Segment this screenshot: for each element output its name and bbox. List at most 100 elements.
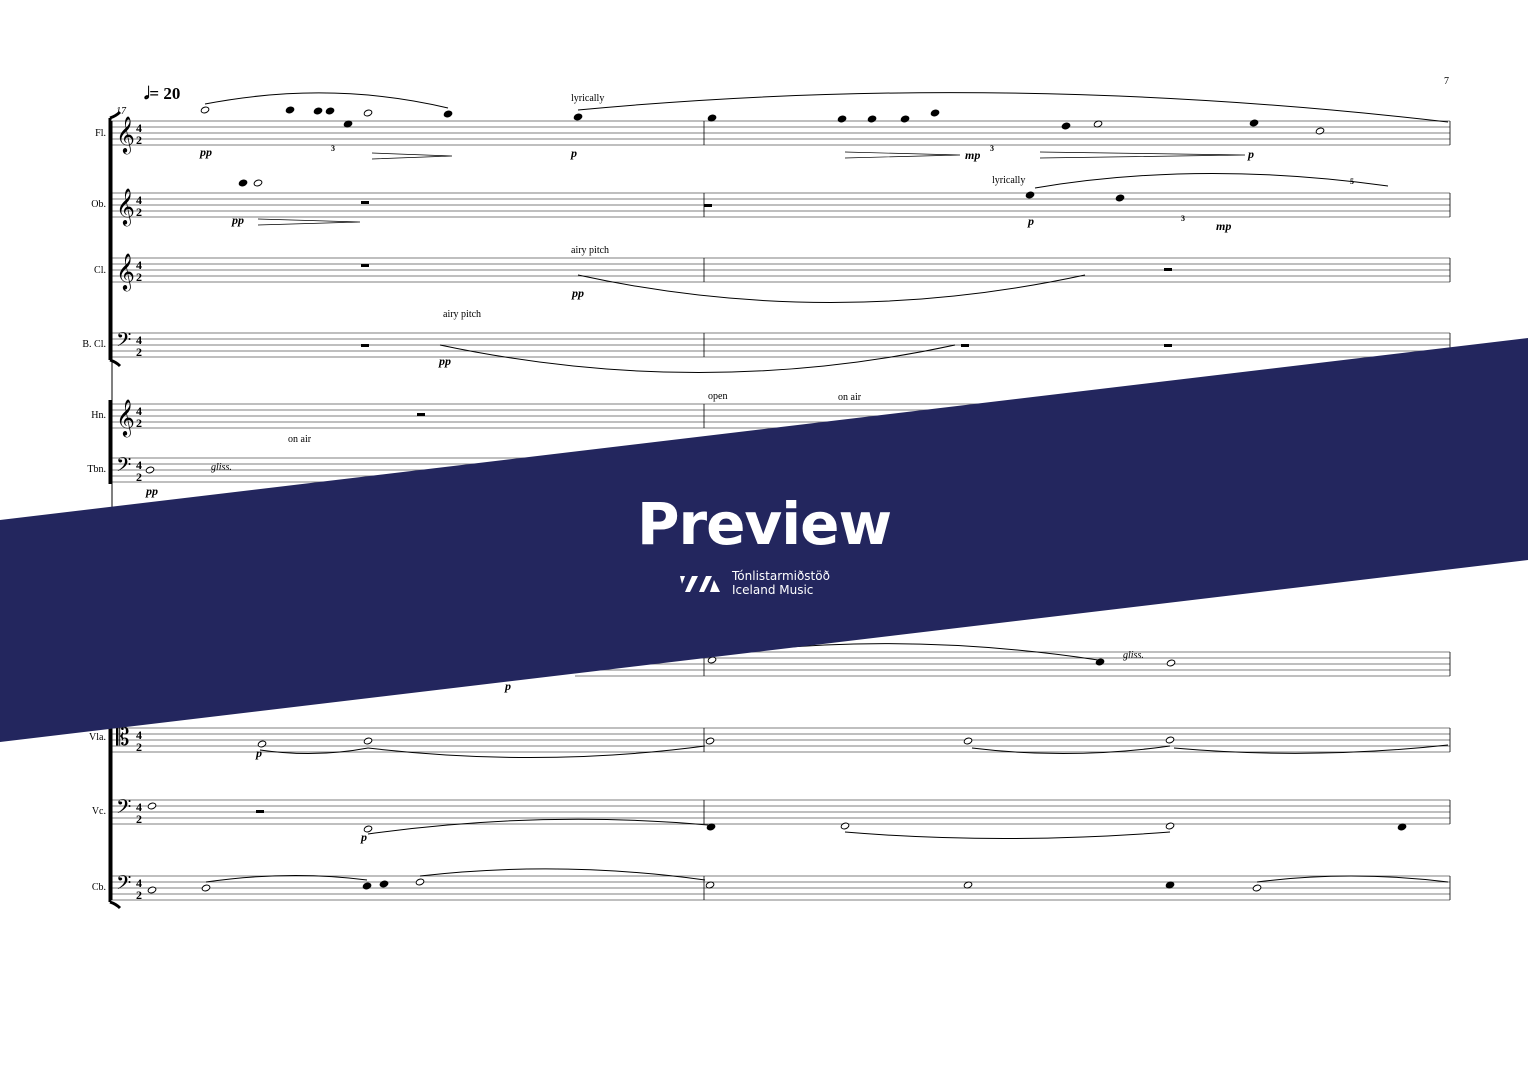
note-head (1165, 881, 1175, 889)
note-head (253, 179, 263, 187)
expression-text: open (708, 391, 728, 402)
tuplet-number: 3 (990, 144, 994, 153)
rest (361, 344, 369, 347)
note-head (1165, 736, 1175, 744)
time-signature: 2 (136, 812, 142, 826)
note-head (363, 825, 373, 833)
rest (361, 264, 369, 267)
slur (367, 818, 709, 835)
note-head (707, 656, 717, 664)
note-head (1166, 659, 1176, 667)
hairpin (844, 151, 961, 159)
time-signature: 2 (136, 270, 142, 284)
gliss-text: gliss. (1123, 650, 1144, 661)
note-head (900, 115, 910, 123)
rest (704, 204, 712, 207)
dynamic-marking: p (505, 679, 511, 693)
dynamic-marking: p (1248, 147, 1254, 161)
dynamic-marking: mp (965, 148, 981, 162)
instrument-label-viola: Vla. (89, 732, 106, 743)
dynamic-marking: p (571, 146, 577, 160)
tempo-value: = 20 (149, 84, 181, 103)
note-head (1249, 119, 1259, 127)
time-signature: 2 (136, 740, 142, 754)
note-head (1025, 191, 1035, 199)
note-head (706, 823, 716, 831)
time-signature: 4 (136, 258, 142, 272)
bracket-strings (108, 720, 122, 910)
time-signature: 4 (136, 193, 142, 207)
rest (361, 201, 369, 204)
note-head (707, 114, 717, 122)
note-head (147, 802, 157, 810)
note-head (363, 737, 373, 745)
rest (1164, 268, 1172, 271)
clef-icon: 𝄞 (116, 115, 135, 154)
clef-icon: 𝄢 (116, 795, 131, 823)
note-head (238, 179, 248, 187)
tuplet-number: 5 (1350, 177, 1354, 186)
expression-text: airy pitch (443, 309, 482, 320)
dynamic-marking: pp (572, 286, 584, 300)
time-signature: 2 (136, 205, 142, 219)
note-head (313, 107, 323, 115)
clef-icon: 𝄞 (116, 398, 135, 437)
clef-icon: 𝄡 (116, 723, 129, 751)
instrument-label-flute: Fl. (95, 128, 106, 139)
slur (419, 868, 706, 881)
note-head (1061, 122, 1071, 130)
note-head (362, 882, 372, 890)
note-head (867, 115, 877, 123)
bracket-woodwinds (108, 110, 122, 368)
instrument-label-trombone: Tbn. (87, 464, 106, 475)
note-head (285, 106, 295, 114)
note-head (1252, 884, 1262, 892)
slur (367, 745, 706, 759)
note-head (705, 881, 715, 889)
time-signature: 2 (136, 888, 142, 902)
dynamic-marking: pp (232, 213, 244, 227)
hairpin (371, 152, 453, 160)
time-signature: 4 (136, 728, 142, 742)
note-head (147, 886, 157, 894)
instrument-label-contrabass: Cb. (91, 882, 106, 893)
time-signature: 4 (136, 876, 142, 890)
dynamic-marking: pp (439, 354, 451, 368)
dynamic-marking: p (256, 746, 262, 760)
clef-icon: 𝄢 (116, 328, 131, 356)
note-head (379, 880, 389, 888)
slur (1256, 875, 1449, 883)
time-signature: 4 (136, 458, 142, 472)
slur (844, 831, 1171, 839)
expression-text: airy pitch (571, 245, 610, 256)
tempo-marking: 𝅗𝅥= 20 (144, 84, 180, 104)
note-head (930, 109, 940, 117)
iceland-music-logo-icon (680, 576, 720, 592)
clef-icon: 𝄞 (116, 252, 135, 291)
tuplet-number: 3 (1181, 214, 1185, 223)
note-head (201, 884, 211, 892)
note-head (145, 466, 155, 474)
instrument-label-bass-clarinet: B. Cl. (82, 339, 106, 350)
brand-line1: Tónlistarmiðstöð (732, 569, 830, 583)
hairpin (1039, 151, 1246, 159)
note-head (1093, 120, 1103, 128)
slur (439, 344, 956, 373)
expression-text: on air (288, 434, 312, 445)
hairpin (257, 218, 361, 226)
page-number: 7 (1444, 76, 1449, 87)
dynamic-marking: pp (200, 145, 212, 159)
dynamic-marking: pp (146, 484, 158, 498)
time-signature: 2 (136, 345, 142, 359)
clef-icon: 𝄞 (116, 187, 135, 226)
rest (417, 413, 425, 416)
time-signature: 4 (136, 333, 142, 347)
rest (1164, 344, 1172, 347)
slur (577, 92, 1449, 123)
slur (971, 745, 1171, 755)
note-head (343, 120, 353, 128)
note-head (963, 737, 973, 745)
